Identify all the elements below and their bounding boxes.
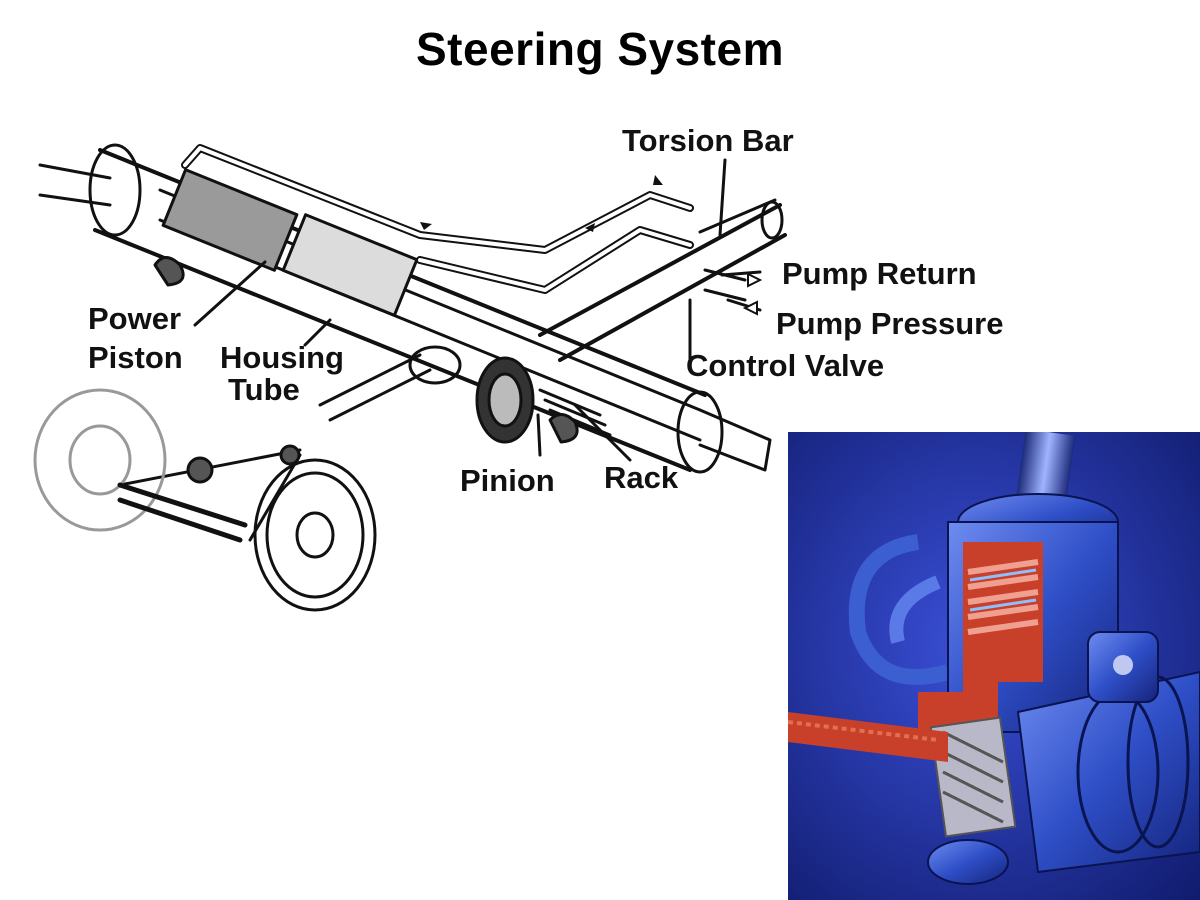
label-housing: Housing xyxy=(220,340,344,375)
label-pump-pressure: Pump Pressure xyxy=(776,306,1004,341)
label-torsion-bar: Torsion Bar xyxy=(622,123,794,158)
label-control-valve: Control Valve xyxy=(686,348,885,383)
cutaway-photo xyxy=(788,432,1200,900)
label-pump-return: Pump Return xyxy=(782,256,977,291)
label-power: Power xyxy=(88,301,182,336)
cutaway-photo-graphic xyxy=(788,432,1200,900)
label-pinion: Pinion xyxy=(460,463,555,498)
label-tube: Tube xyxy=(228,372,300,407)
steering-rack-illustration xyxy=(33,143,787,612)
label-rack: Rack xyxy=(604,460,679,495)
page-title: Steering System xyxy=(416,23,784,75)
label-piston: Piston xyxy=(88,340,183,375)
